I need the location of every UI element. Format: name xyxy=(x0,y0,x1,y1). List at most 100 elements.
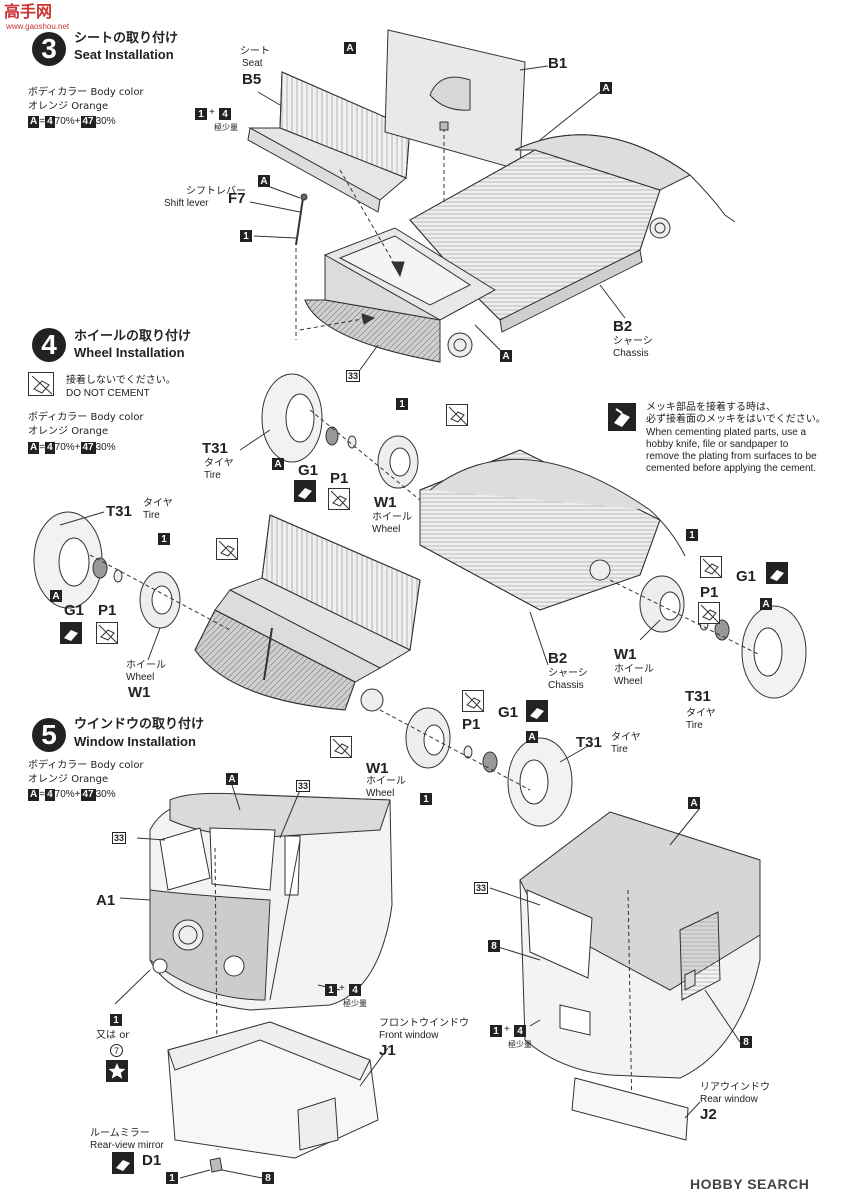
chassis-b2 xyxy=(304,134,736,363)
part-g1: G1 xyxy=(498,704,519,721)
wheel-set-top xyxy=(261,373,421,501)
paint-code-1: 1 xyxy=(110,1014,122,1026)
part-w1: W1 xyxy=(374,494,397,511)
paint-code-33: 33 xyxy=(346,370,361,382)
plus-sign: + xyxy=(504,1024,510,1035)
paint-code-1: 1 xyxy=(158,533,170,545)
step4-body-color-jp: ボディカラー Body color xyxy=(28,412,144,423)
paint-code-4: 4 xyxy=(514,1025,526,1037)
wheel-en: Wheel xyxy=(366,788,395,799)
step5-body-color-name: オレンジ Orange xyxy=(28,774,109,785)
part-g1: G1 xyxy=(736,568,757,585)
wheel-en: Wheel xyxy=(614,676,643,687)
part-w1: W1 xyxy=(366,760,389,777)
paint-code-1: 1 xyxy=(686,529,698,541)
no-cement-icon xyxy=(698,602,720,624)
part-j1: J1 xyxy=(379,1042,396,1059)
tire-jp: タイヤ xyxy=(143,498,173,509)
wheel-set-right xyxy=(609,575,807,699)
front-window-en: Front window xyxy=(379,1030,439,1041)
color-a-box: A xyxy=(526,731,538,743)
step5-drawing xyxy=(114,784,761,1179)
wheel-jp: ホイール xyxy=(614,664,654,675)
color-a-box: A xyxy=(50,590,62,602)
top-watermark-url: www.gaoshou.net xyxy=(6,22,70,31)
tire-jp: タイヤ xyxy=(686,708,716,719)
plus-sign: + xyxy=(209,107,215,118)
part-d1: D1 xyxy=(142,1152,162,1169)
step3-body-color-jp: ボディカラー Body color xyxy=(28,87,144,98)
paint-code-1: 1 xyxy=(420,793,432,805)
or-label: 又は or xyxy=(96,1030,130,1041)
color-a-box: A xyxy=(600,82,612,94)
step4-drawing xyxy=(33,373,807,827)
plating-note-en4: cemented before applying the cement. xyxy=(646,463,817,474)
tire-jp: タイヤ xyxy=(611,732,641,743)
step3-number: 3 xyxy=(32,32,66,66)
step5-title-en: Window Installation xyxy=(74,734,196,749)
step4-body-color-name: オレンジ Orange xyxy=(28,426,109,437)
front-window-j1 xyxy=(167,1021,389,1159)
wheel-jp: ホイール xyxy=(126,660,166,671)
tire-en: Tire xyxy=(611,744,628,755)
plating-note-en1: When cementing plated parts, use a xyxy=(646,427,807,438)
seat-b5 xyxy=(247,71,411,213)
no-cement-icon xyxy=(462,690,484,712)
paint-code-1: 1 xyxy=(325,984,337,996)
plating-note-en2: hobby knife, file or sandpaper to xyxy=(646,439,789,450)
paint-code-1: 1 xyxy=(396,398,408,410)
step3-title-jp: シートの取り付け xyxy=(74,31,179,46)
part-b2: B2 xyxy=(548,650,568,667)
rear-window-j2 xyxy=(571,1077,701,1141)
wheel-en: Wheel xyxy=(126,672,155,683)
wheel-set-bottom xyxy=(379,707,573,827)
part-a1: A1 xyxy=(96,892,116,909)
part-g1: G1 xyxy=(298,462,319,479)
color-a-box: A xyxy=(760,598,772,610)
color-a-box: A xyxy=(258,175,270,187)
plated-parts-icon xyxy=(60,622,82,644)
paint-code-7: 7 xyxy=(110,1044,123,1057)
step3-body-color-name: オレンジ Orange xyxy=(28,101,109,112)
tire-en: Tire xyxy=(143,510,160,521)
plated-parts-icon xyxy=(294,480,316,502)
wheel-jp: ホイール xyxy=(366,776,406,787)
part-b5: B5 xyxy=(242,71,262,88)
part-p1: P1 xyxy=(462,716,481,733)
seat-label-en: Seat xyxy=(242,58,263,69)
wheel-set-left xyxy=(33,511,231,631)
paint-code-8: 8 xyxy=(740,1036,752,1048)
step3-title-en: Seat Installation xyxy=(74,47,174,62)
front-body-a1 xyxy=(149,792,393,1151)
no-cement-icon xyxy=(216,538,238,560)
step5-title-jp: ウインドウの取り付け xyxy=(74,717,205,732)
plated-parts-icon xyxy=(608,403,636,431)
chassis-assembly-step4 xyxy=(194,449,686,712)
rear-window-jp: リアウインドウ xyxy=(700,1082,770,1093)
part-t31: T31 xyxy=(685,688,711,705)
paint-code-1: 1 xyxy=(166,1172,178,1184)
part-t31: T31 xyxy=(576,734,602,751)
mirror-d1 xyxy=(179,1157,263,1179)
paint-code-8: 8 xyxy=(488,940,500,952)
color-a-box: A xyxy=(272,458,284,470)
part-j2: J2 xyxy=(700,1106,717,1123)
color-a-box: A xyxy=(688,797,700,809)
plated-parts-icon xyxy=(526,700,548,722)
mirror-en: Rear-view mirror xyxy=(90,1140,164,1151)
shift-lever-f7 xyxy=(295,193,308,340)
shift-lever-en: Shift lever xyxy=(164,198,209,209)
no-cement-icon xyxy=(446,404,468,426)
wheel-jp: ホイール xyxy=(372,512,412,523)
plated-parts-icon xyxy=(112,1152,134,1174)
color-a-box: A xyxy=(500,350,512,362)
tire-jp: タイヤ xyxy=(204,458,234,469)
paint-code-4: 4 xyxy=(349,984,361,996)
mirror-jp: ルームミラー xyxy=(90,1128,150,1139)
plus-sign: + xyxy=(339,983,345,994)
shift-lever-jp: シフトレバー xyxy=(186,186,246,197)
